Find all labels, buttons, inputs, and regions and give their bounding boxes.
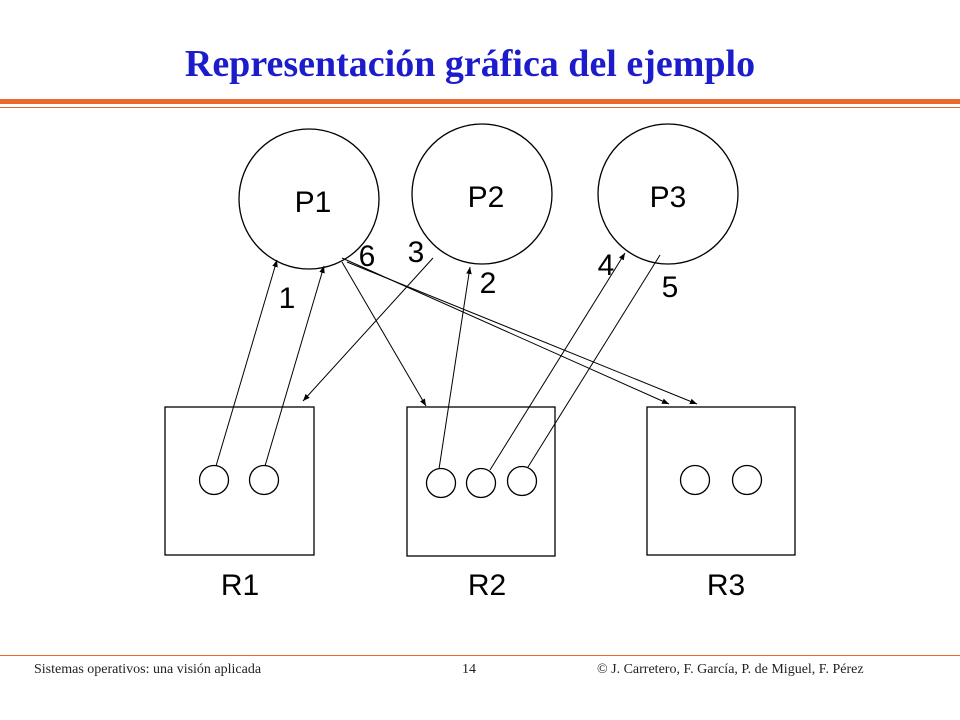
edge-label: 4 bbox=[598, 249, 615, 282]
resource-unit bbox=[248, 464, 280, 496]
process-label: P2 bbox=[468, 181, 505, 214]
resource-r3: R3 bbox=[646, 406, 796, 602]
process-label: P1 bbox=[295, 186, 332, 219]
edge-1b-assignment-arrow bbox=[264, 265, 325, 467]
edge-label: 1 bbox=[279, 282, 296, 315]
edge-label: 3 bbox=[408, 236, 425, 269]
process-p3: P3 bbox=[597, 123, 739, 265]
resource-unit bbox=[198, 464, 230, 496]
resource-unit bbox=[731, 464, 763, 496]
process-label: P3 bbox=[650, 181, 687, 214]
resource-unit bbox=[679, 464, 711, 496]
page-title: Representación gráfica del ejemplo bbox=[184, 43, 756, 85]
resource-label: R1 bbox=[221, 569, 259, 602]
edge-label: 2 bbox=[480, 267, 497, 300]
footer-book-title: Sistemas operativos: una visión aplicada bbox=[34, 662, 262, 677]
resource-unit bbox=[465, 467, 497, 499]
edge-4-assignment-arrow bbox=[489, 252, 626, 471]
process-p2: P2 bbox=[411, 123, 553, 265]
page-number: 14 bbox=[462, 662, 476, 677]
edge-6-request-r3b-arrow bbox=[346, 261, 698, 405]
edge-3-request-arrow bbox=[302, 257, 434, 402]
edge-1-assignment-arrow bbox=[215, 259, 278, 467]
edge-6-request-r2-arrow bbox=[341, 261, 427, 407]
resource-label: R2 bbox=[468, 569, 506, 602]
resource-label: R3 bbox=[707, 569, 745, 602]
edge-2-assignment-arrow bbox=[438, 266, 472, 470]
process-p1: P1 bbox=[238, 128, 380, 270]
edge-5-request-line bbox=[527, 254, 661, 468]
edge-label: 5 bbox=[662, 271, 679, 304]
resource-unit bbox=[506, 465, 538, 497]
edge-label: 6 bbox=[359, 240, 376, 273]
footer-rule bbox=[0, 655, 960, 656]
title-rule bbox=[0, 99, 960, 104]
title-rule-thin bbox=[0, 107, 960, 108]
resource-r1: R1 bbox=[164, 406, 315, 602]
resource-unit bbox=[425, 467, 457, 499]
resource-r2: R2 bbox=[406, 406, 556, 602]
footer-copyright: © J. Carretero, F. García, P. de Miguel,… bbox=[597, 662, 864, 677]
